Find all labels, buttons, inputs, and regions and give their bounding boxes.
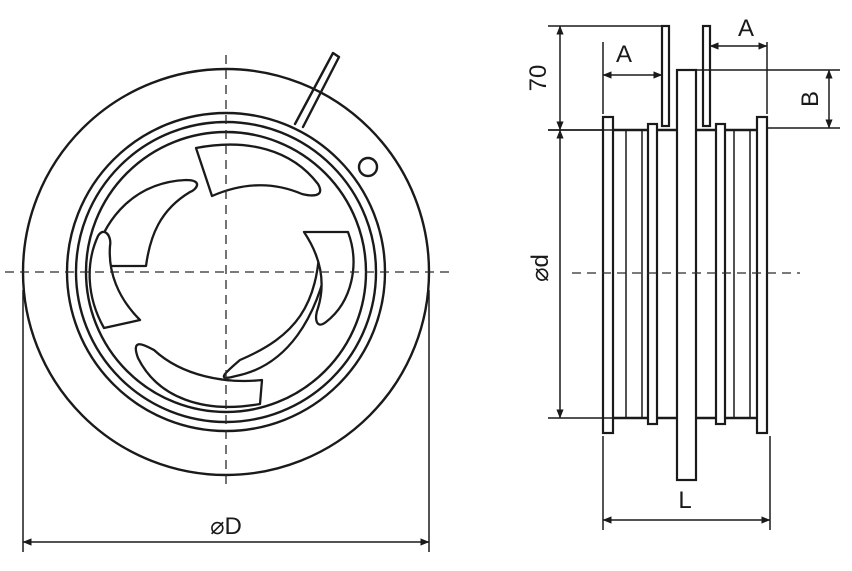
iris-blade	[222, 238, 332, 379]
end-ring-left	[601, 115, 615, 435]
bead-left	[646, 122, 659, 426]
damper-plate	[675, 68, 698, 482]
iris-blades	[88, 143, 355, 408]
lock-knob	[357, 156, 379, 178]
label-b: B	[797, 91, 824, 107]
label-l: L	[678, 487, 691, 514]
dimension-b: B	[696, 69, 840, 129]
end-ring-right	[755, 115, 769, 435]
bead-right	[714, 122, 727, 426]
dimension-70: 70	[525, 25, 662, 131]
dimension-inner-diameter: ⌀d	[527, 129, 612, 419]
dimension-a-right: A	[709, 15, 768, 114]
adjustment-lever	[293, 51, 341, 129]
dimension-l: L	[602, 436, 771, 530]
iris-blade	[134, 343, 264, 408]
dimension-outer-diameter: ⌀D	[22, 290, 430, 552]
lever-pin-left	[660, 24, 671, 128]
label-outer-diameter: ⌀D	[210, 513, 242, 540]
iris-blade	[194, 143, 322, 198]
label-inner-diameter: ⌀d	[527, 254, 554, 282]
iris-blade	[302, 230, 355, 326]
iris-blade	[88, 230, 142, 330]
lever-pin-right	[701, 24, 712, 128]
front-view: ⌀D	[5, 51, 450, 552]
label-70: 70	[525, 65, 552, 92]
label-a-left: A	[616, 41, 632, 68]
side-view: 70 ⌀d A A B	[525, 15, 840, 530]
iris-blade	[90, 178, 199, 268]
label-a-right: A	[738, 15, 754, 42]
dimension-a-left: A	[602, 41, 663, 114]
